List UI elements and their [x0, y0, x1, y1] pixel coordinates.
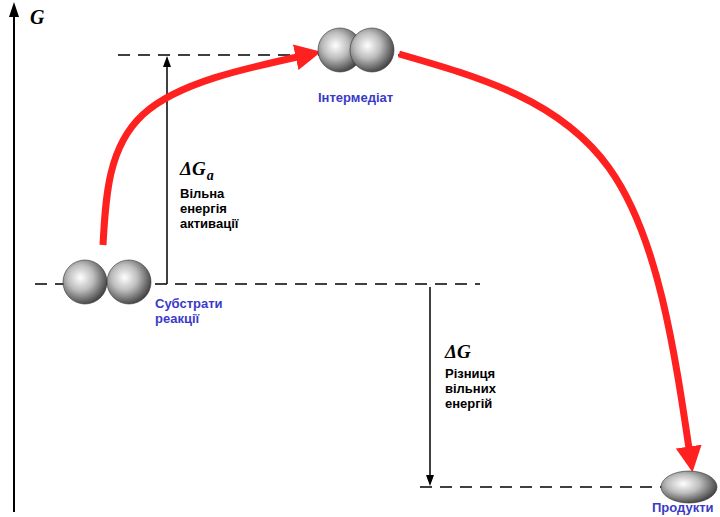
node-label: Інтермедіат — [318, 90, 393, 105]
reaction-arrow — [399, 54, 691, 462]
dimension-arrowhead — [426, 475, 434, 486]
subscript-label: a — [207, 168, 214, 184]
molecule-pair — [317, 27, 395, 73]
molecule-node: Субстрати реакції — [62, 259, 152, 305]
annotation-text: Вільна енергія активації — [180, 186, 238, 231]
axis-arrowhead — [9, 2, 19, 17]
axis-label: G — [30, 6, 44, 28]
molecule-pair — [62, 259, 152, 305]
dimension-arrow — [429, 287, 431, 478]
dimension-arrowhead — [163, 56, 171, 67]
node-label: Субстрати реакції — [155, 296, 223, 326]
symbol-label: ΔG — [180, 158, 206, 180]
molecule-ellipse — [660, 470, 718, 504]
molecule-node: Інтермедіат — [317, 27, 395, 73]
symbol-label: ΔG — [445, 341, 471, 363]
node-label: Продукти — [652, 500, 714, 515]
annotation-text: Різниця вільних енергій — [445, 366, 496, 411]
g-axis — [13, 14, 15, 512]
molecule-node: Продукти — [660, 470, 718, 504]
reaction-arrow — [103, 54, 311, 245]
